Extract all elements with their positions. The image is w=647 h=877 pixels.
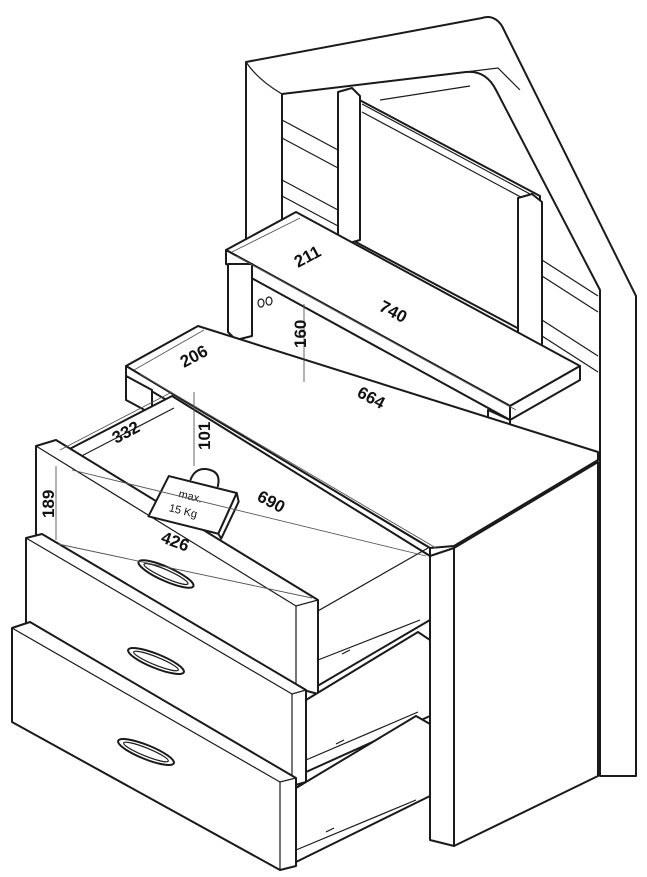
dim-shelf-height: 160 [291,320,310,348]
dim-drawer-height: 189 [39,490,58,518]
bottom-drawer [11,621,431,871]
roof-frame [245,16,637,777]
weight-tag: max. 15 Kg [147,468,240,540]
middle-drawer [25,533,431,787]
dim-drawer-inner-height: 101 [195,422,214,450]
dimension-lines [55,217,517,599]
weight-label-max: max. [177,488,203,505]
top-drawer [35,395,431,695]
